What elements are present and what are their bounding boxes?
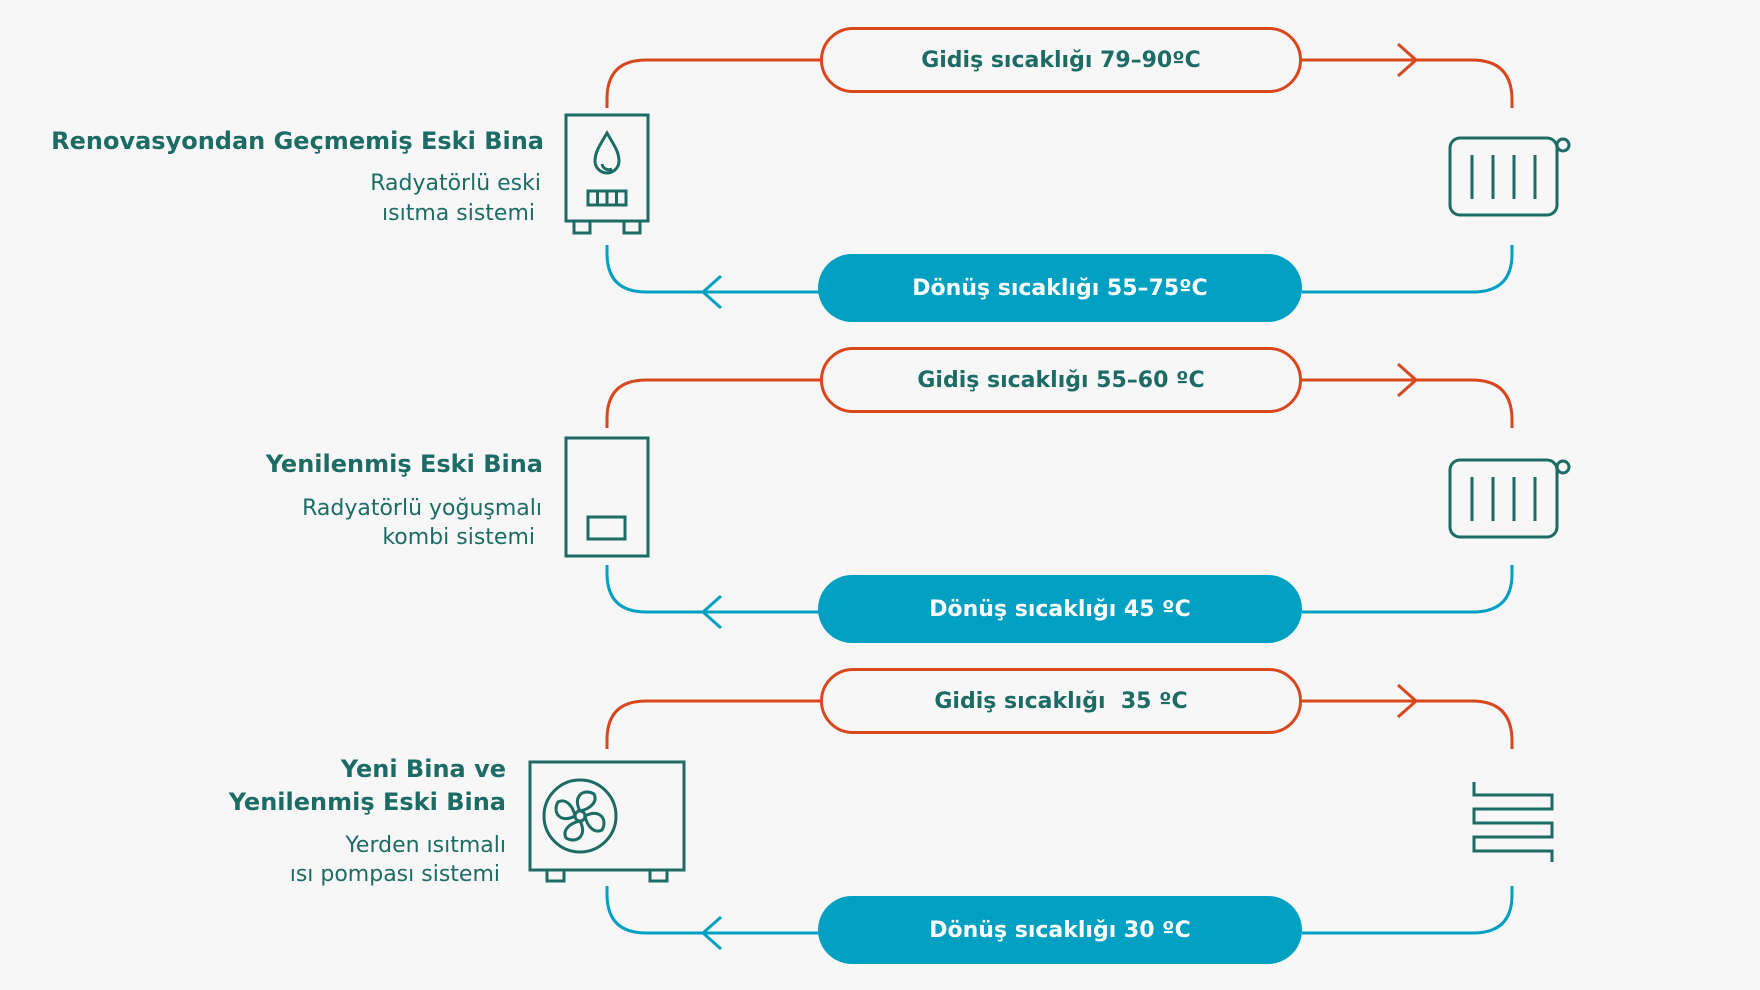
row-title-line: Yenilenmiş Eski Bina <box>228 788 506 816</box>
circuit-row-1 <box>564 42 1571 310</box>
return-arrow-icon <box>700 915 722 951</box>
supply-line <box>1302 58 1514 108</box>
row-title: Yenilenmiş Eski Bina <box>265 450 543 478</box>
return-line <box>605 565 820 614</box>
supply-temperature-pill: Gidiş sıcaklığı 55–60 ºC <box>820 347 1302 413</box>
radiator-icon <box>1448 136 1571 217</box>
supply-temperature-label: Gidiş sıcaklığı 55–60 ºC <box>917 367 1205 393</box>
supply-arrow-icon <box>1397 42 1419 78</box>
return-line <box>1302 245 1514 294</box>
return-temperature-pill: Dönüş sıcaklığı 55–75ºC <box>818 254 1302 322</box>
row-subtitle-line: kombi sistemi <box>382 525 535 550</box>
supply-temperature-pill: Gidiş sıcaklığı 79–90ºC <box>820 27 1302 93</box>
return-temperature-label: Dönüş sıcaklığı 45 ºC <box>929 596 1191 622</box>
supply-line <box>1302 699 1514 749</box>
supply-line <box>605 378 820 428</box>
supply-line <box>605 699 820 749</box>
heat-pump-icon <box>528 760 686 883</box>
supply-arrow-icon <box>1397 362 1419 398</box>
radiator-icon <box>1448 458 1571 539</box>
return-arrow-icon <box>700 274 722 310</box>
return-temperature-pill: Dönüş sıcaklığı 30 ºC <box>818 896 1302 964</box>
row-subtitle-line: ısıtma sistemi <box>382 201 535 226</box>
return-arrow-icon <box>700 594 722 630</box>
row-title-line: Yeni Bina ve <box>340 755 506 783</box>
circuit-row-3 <box>528 683 1554 951</box>
supply-line <box>1302 378 1514 428</box>
gas-boiler-icon <box>564 113 650 235</box>
row-title: Renovasyondan Geçmemiş Eski Bina <box>51 127 544 155</box>
row-subtitle-line: ısı pompası sistemi <box>289 862 500 887</box>
underfloor-heating-icon <box>1472 782 1554 862</box>
supply-line <box>605 58 820 108</box>
supply-temperature-label: Gidiş sıcaklığı 35 ºC <box>934 688 1188 714</box>
return-line <box>1302 886 1514 935</box>
return-line <box>605 886 820 935</box>
circuit-row-2 <box>564 362 1571 630</box>
row-subtitle-line: Yerden ısıtmalı <box>345 833 506 858</box>
row-subtitle-line: Radyatörlü yoğuşmalı <box>302 496 542 521</box>
return-temperature-pill: Dönüş sıcaklığı 45 ºC <box>818 575 1302 643</box>
supply-temperature-label: Gidiş sıcaklığı 79–90ºC <box>921 47 1201 73</box>
return-line <box>605 245 820 294</box>
condensing-boiler-icon <box>564 436 650 558</box>
row-subtitle-line: Radyatörlü eski <box>370 171 541 196</box>
supply-temperature-pill: Gidiş sıcaklığı 35 ºC <box>820 668 1302 734</box>
return-temperature-label: Dönüş sıcaklığı 30 ºC <box>929 917 1191 943</box>
return-temperature-label: Dönüş sıcaklığı 55–75ºC <box>912 275 1208 301</box>
supply-arrow-icon <box>1397 683 1419 719</box>
return-line <box>1302 565 1514 614</box>
